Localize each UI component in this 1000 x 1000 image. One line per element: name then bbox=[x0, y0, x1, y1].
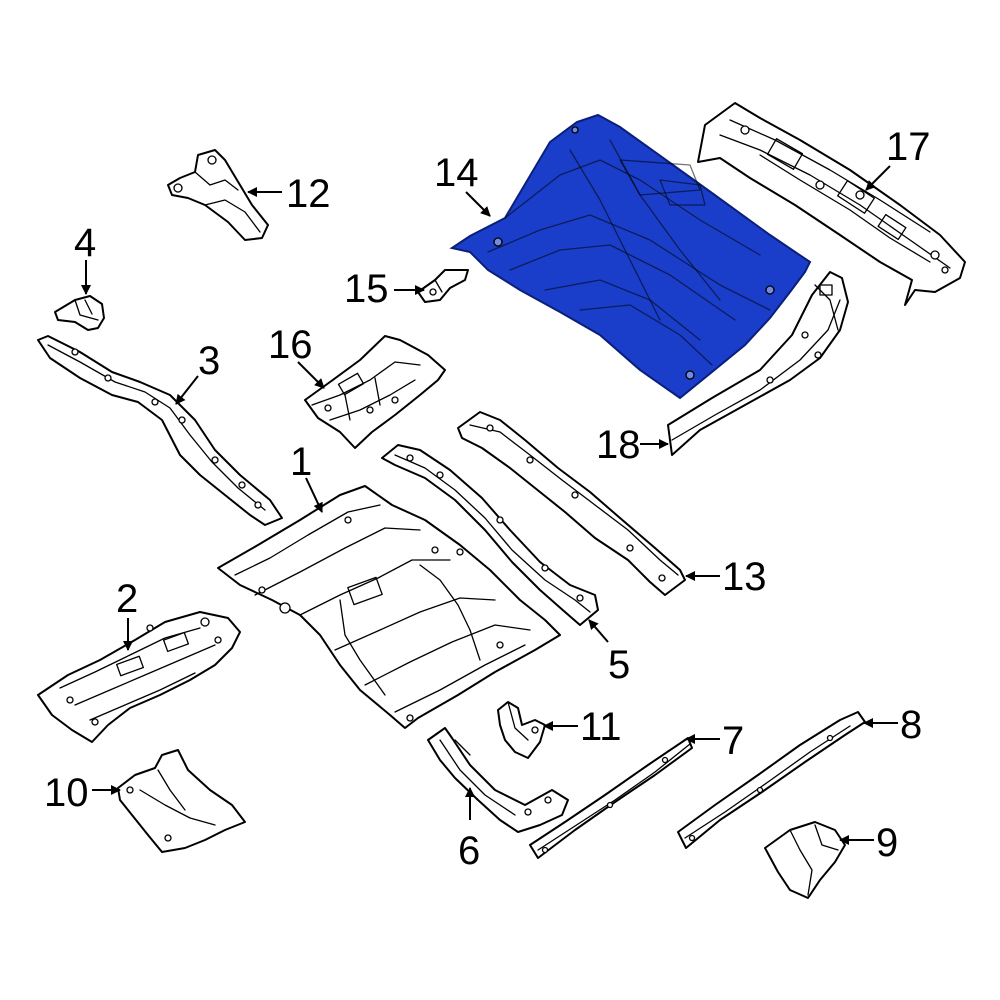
callout-17: 17 bbox=[886, 125, 931, 169]
callout-16: 16 bbox=[268, 323, 313, 367]
leader-3 bbox=[175, 375, 199, 405]
callout-8: 8 bbox=[900, 703, 922, 747]
leader-5 bbox=[588, 619, 609, 643]
part-17-cross-member[interactable] bbox=[697, 102, 966, 306]
part-18-side-sill[interactable] bbox=[667, 271, 849, 456]
leader-14 bbox=[465, 191, 491, 217]
leader-1 bbox=[305, 477, 323, 513]
callout-14: 14 bbox=[434, 151, 479, 195]
part-14-rear-floor-pan[interactable] bbox=[449, 113, 812, 400]
callout-11: 11 bbox=[580, 705, 622, 749]
leader-16 bbox=[297, 361, 325, 389]
leader-17 bbox=[865, 165, 891, 191]
part-6-bracket[interactable] bbox=[427, 727, 569, 833]
callout-4: 4 bbox=[74, 221, 96, 265]
part-16-bracket[interactable] bbox=[304, 335, 446, 449]
callout-18: 18 bbox=[596, 423, 641, 467]
callout-7: 7 bbox=[722, 719, 744, 763]
callout-3: 3 bbox=[198, 339, 220, 383]
callout-leaders bbox=[81, 165, 898, 845]
part-1-front-floor-pan[interactable] bbox=[217, 485, 561, 729]
callout-1: 1 bbox=[290, 440, 312, 484]
callout-12: 12 bbox=[286, 172, 331, 216]
callout-15: 15 bbox=[344, 267, 389, 311]
callout-10: 10 bbox=[44, 771, 89, 815]
callout-9: 9 bbox=[876, 821, 898, 865]
part-5-long-rail[interactable] bbox=[381, 444, 599, 626]
part-8-rocker[interactable] bbox=[677, 711, 866, 849]
part-11-small-bracket[interactable] bbox=[497, 701, 546, 759]
callout-13: 13 bbox=[722, 555, 767, 599]
callout-6: 6 bbox=[458, 829, 480, 873]
part-4-small-bracket[interactable] bbox=[54, 295, 105, 331]
part-7-rocker[interactable] bbox=[529, 737, 693, 859]
part-12-bracket[interactable] bbox=[167, 149, 269, 241]
part-2-panel[interactable] bbox=[37, 611, 241, 743]
callout-2: 2 bbox=[116, 577, 138, 621]
part-3-long-rail[interactable] bbox=[37, 335, 283, 526]
part-10-bracket[interactable] bbox=[117, 749, 246, 853]
part-9-bracket[interactable] bbox=[764, 821, 846, 899]
part-13-long-rail[interactable] bbox=[457, 411, 686, 596]
callout-numbers: 1 2 3 4 5 6 7 8 9 10 11 12 13 14 15 16 1… bbox=[44, 125, 931, 873]
callout-5: 5 bbox=[608, 643, 630, 687]
part-15-small-bracket[interactable] bbox=[417, 269, 469, 303]
